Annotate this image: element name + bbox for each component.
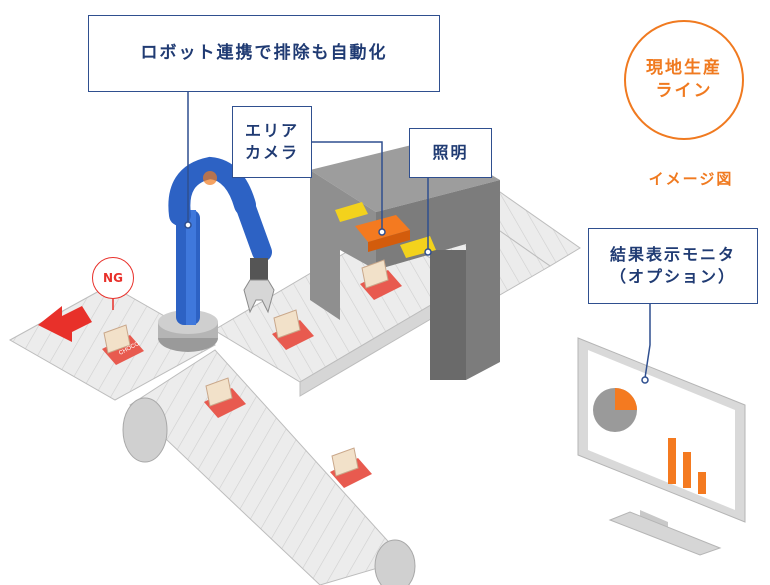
lighting-callout: 照明: [409, 128, 492, 178]
image-caption: イメージ図: [648, 170, 734, 188]
area-camera-callout: エリア カメラ: [232, 106, 312, 178]
robot-arm: [158, 156, 275, 352]
leader-lines: [112, 92, 651, 379]
robot-automation-callout: ロボット連携で排除も自動化: [88, 15, 440, 92]
result-monitor: [577, 337, 746, 556]
product-boxes: CHOCO: [102, 259, 402, 488]
reject-arrow: [38, 306, 92, 342]
ng-badge: NG: [92, 257, 134, 299]
lighting-units: [335, 202, 436, 258]
bottom-conveyor: [122, 349, 416, 585]
leader-dots: [184, 221, 649, 384]
local-production-line-badge: 現地生産 ライン: [624, 20, 744, 140]
monitor-callout: 結果表示モニタ （オプション）: [588, 228, 758, 304]
